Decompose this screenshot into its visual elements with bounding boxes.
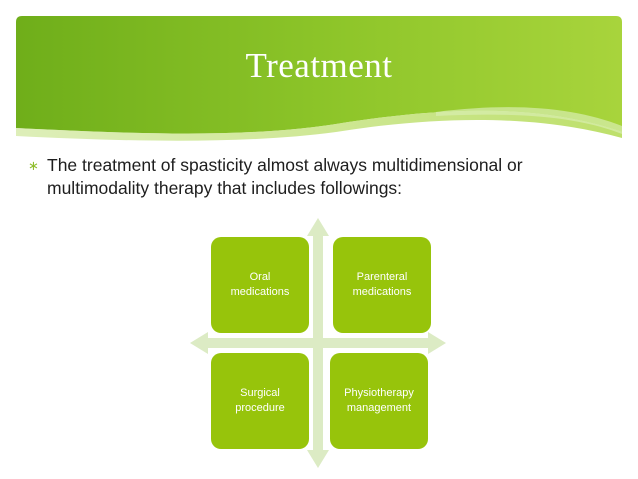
title-banner bbox=[16, 16, 622, 146]
slide-title: Treatment bbox=[245, 46, 393, 85]
box-surgical-procedure: Surgical procedure bbox=[211, 353, 309, 449]
box-physiotherapy-management: Physiotherapy management bbox=[330, 353, 428, 449]
arrow-left-icon bbox=[190, 332, 208, 354]
arrow-up-icon bbox=[307, 218, 329, 236]
box-label: Oral medications bbox=[230, 271, 290, 298]
arrow-down-icon bbox=[307, 450, 329, 468]
box-parenteral-medications: Parenteral medications bbox=[333, 237, 431, 333]
box-label: Surgical procedure bbox=[235, 387, 285, 414]
box-oral-medications: Oral medications bbox=[211, 237, 309, 333]
bullet-text: The treatment of spasticity almost alway… bbox=[47, 155, 523, 198]
box-label: Physiotherapy management bbox=[344, 387, 414, 414]
arrow-right-icon bbox=[428, 332, 446, 354]
title-banner-shape bbox=[16, 16, 622, 141]
box-label: Parenteral medications bbox=[352, 271, 412, 298]
bullet-star-icon: ∗ bbox=[28, 158, 39, 173]
